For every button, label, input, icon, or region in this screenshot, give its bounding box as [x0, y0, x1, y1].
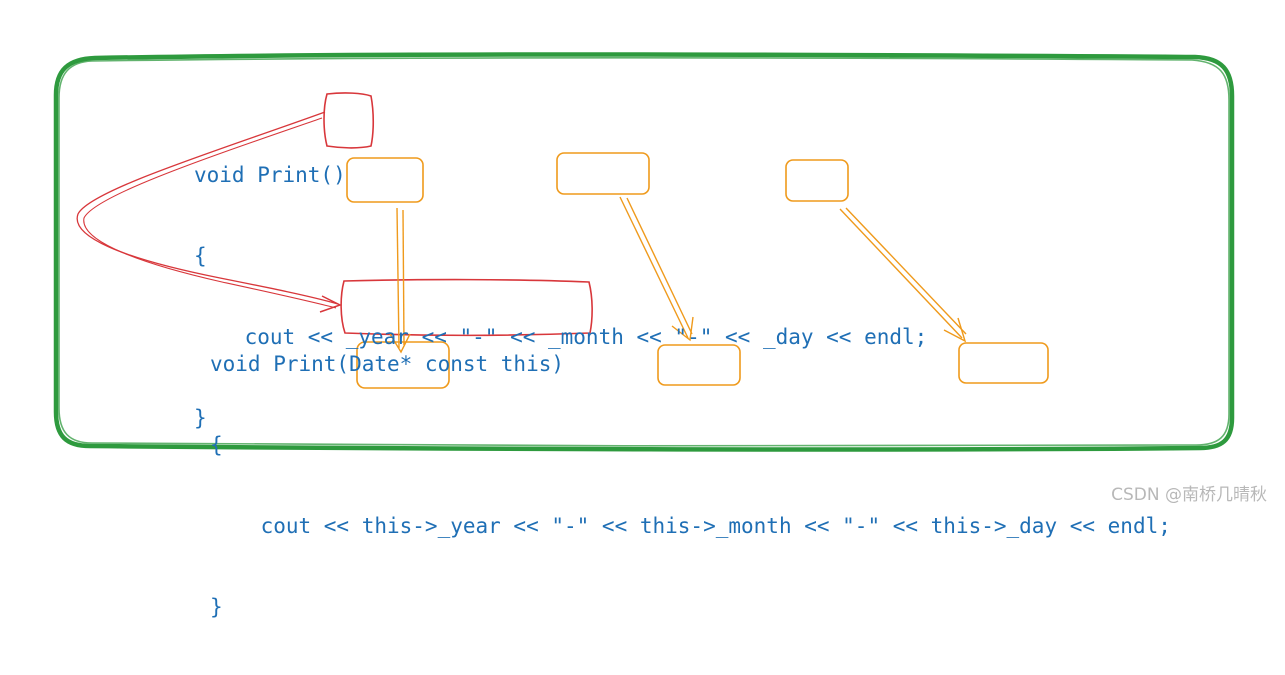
code-line-cout-this: cout << this->_year << "-" << this->_mon…: [210, 514, 1171, 538]
red-curve-arrow-sketch: [83, 117, 337, 309]
red-box-this-param: [340, 278, 593, 337]
red-arrowhead: [319, 295, 342, 313]
orange-arrow-day: [839, 207, 967, 343]
diagram-canvas: void Print() { cout << _year << "-" << _…: [53, 52, 1267, 619]
orange-arrow-year: [389, 207, 411, 354]
orange-box-year: [346, 157, 424, 203]
red-box-parens: [323, 92, 375, 149]
orange-box-this-year: [356, 341, 450, 389]
red-curve-arrow: [76, 111, 339, 305]
code-line-cout: cout << _year << "-" << _month << "-" <<…: [194, 325, 928, 349]
green-frame: [53, 52, 1235, 452]
green-frame-sketch-line: [58, 57, 1230, 447]
watermark: CSDN @南桥几晴秋: [1111, 485, 1267, 505]
code-line-close-brace: }: [210, 595, 223, 619]
orange-box-this-month: [657, 344, 741, 386]
orange-arrow-month: [619, 196, 694, 342]
code-line-open-brace: {: [210, 433, 223, 457]
code-line-close-brace: }: [194, 406, 207, 430]
annotation-layer: [53, 52, 1235, 452]
code-line-signature-this: void Print(Date* const this): [210, 352, 565, 376]
code-line-open-brace: {: [194, 244, 207, 268]
orange-box-this-day: [958, 342, 1049, 384]
orange-box-day: [785, 159, 849, 202]
code-block-original: void Print() { cout << _year << "-" << _…: [194, 108, 927, 486]
code-block-compiled: void Print(Date* const this) { cout << t…: [210, 297, 1171, 675]
orange-box-month: [556, 152, 650, 195]
code-line-signature: void Print(): [194, 163, 346, 187]
